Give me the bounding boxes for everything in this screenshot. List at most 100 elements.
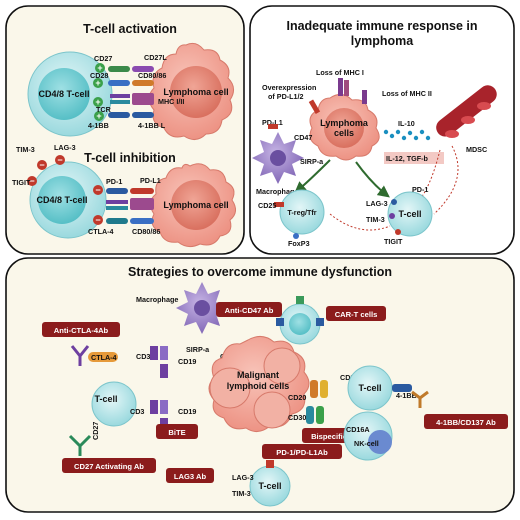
inadequate-t-cell: T-cell (387, 191, 433, 237)
inadequate-title-line2: lymphoma (351, 34, 415, 48)
cd80-86-inhib-label: CD80/86 (132, 227, 160, 236)
svg-text:−: − (57, 155, 62, 165)
cd27-label: CD27 (94, 54, 112, 63)
nk-cell-label: NK-cell (354, 439, 379, 448)
pd1-label: PD-1 (106, 177, 122, 186)
nk-cell (343, 411, 393, 461)
pdl1-label: PD-L1 (140, 176, 161, 185)
svg-text:+: + (97, 63, 102, 73)
cd80-86-label: CD80/86 (138, 71, 166, 80)
il10-dots (383, 129, 431, 141)
bispecific-label: Bispecific Ab (311, 432, 359, 441)
bispecific-constructs (306, 380, 328, 424)
inadequate-macrophage (252, 124, 304, 184)
lag3-label: LAG-3 (54, 143, 76, 152)
inhibition-lymphoma-label: Lymphoma cell (163, 200, 228, 210)
loss-mhc1-label: Loss of MHC I (316, 68, 364, 77)
four-1bbl-label: 4-1BB L (138, 121, 166, 130)
tim3-inad-label: TIM-3 (366, 215, 385, 224)
activation-receptors: + + + + (93, 63, 154, 121)
treg-label: T-reg/Tfr (287, 208, 316, 217)
macrophage-label: Macrophage (136, 295, 178, 304)
bottom-tcell-label: T-cell (258, 481, 281, 491)
svg-text:+: + (95, 97, 100, 107)
inad-tcell-label: T-cell (398, 209, 421, 219)
cd28-label: CD28 (90, 71, 108, 80)
pd1-inad-label: PD-1 (412, 185, 428, 194)
il10-label: IL-10 (398, 119, 415, 128)
svg-text:−: − (39, 160, 44, 170)
four-1bb-strat-label: 4-1BB (396, 391, 417, 400)
cd30-label: CD30 (288, 413, 306, 422)
pd1-ab-badge: PD-1/PD-L1Ab (262, 444, 342, 459)
svg-text:−: − (95, 215, 100, 225)
cd3-right-label: CD3 (340, 373, 354, 382)
left-t-cell-2: T-cell (91, 381, 137, 427)
four-1bb-ab-label: 4-1BB/CD137 Ab (436, 418, 496, 427)
inhibition-t-cell-label: CD4/8 T-cell (36, 195, 87, 205)
cd27-strat-label: CD27 (91, 422, 100, 440)
inhibition-t-cell: CD4/8 T-cell (29, 161, 107, 239)
inadequate-title-line1: Inadequate immune response in (286, 19, 477, 33)
panel-inadequate-response (249, 5, 515, 255)
svg-text:−: − (95, 185, 100, 195)
lag3-ab-label: LAG3 Ab (174, 472, 207, 481)
foxp3-label: FoxP3 (288, 239, 310, 248)
cd25-label: CD25 (258, 201, 276, 210)
tcr-label: TCR (96, 105, 112, 114)
tim3-strat-label: TIM-3 (232, 489, 251, 498)
mdsc-label: MDSC (466, 145, 487, 154)
svg-text:−: − (29, 176, 34, 186)
inhibition-receptors: − − − − − (27, 155, 154, 225)
macrophage-inad-label: Macrophage (256, 187, 298, 196)
cd27-ab-badge: CD27 Activating Ab (62, 458, 156, 473)
tim3-label: TIM-3 (16, 145, 35, 154)
ctla4-strat-label: CTLA-4 (91, 353, 117, 362)
overexpression-line1: Overexpression (262, 83, 316, 92)
svg-text:+: + (96, 111, 101, 121)
left-tcell-label: T-cell (94, 394, 117, 404)
il12-tgfb-label: IL-12, TGF-b (386, 154, 429, 163)
lymphoma-cells-line1: Lymphoma (320, 118, 369, 128)
cd19-label-1: CD19 (178, 357, 196, 366)
malignant-line1: Malignant (237, 370, 279, 380)
cd19-label-2: CD19 (178, 407, 196, 416)
cd16a-label: CD16A (346, 425, 370, 434)
cd27-ab-label: CD27 Activating Ab (74, 462, 144, 471)
bite-badge: BiTE (156, 424, 198, 439)
tigit-inad-label: TIGIT (384, 237, 403, 246)
mdsc-vessel (436, 85, 497, 138)
malignant-line2: lymphoid cells (227, 381, 290, 391)
activation-lymphoma-label: Lymphoma cell (163, 87, 228, 97)
anti-ctla4-badge: Anti-CTLA-4Ab (42, 322, 120, 337)
activation-lymphoma-cell: Lymphoma cell (148, 42, 234, 140)
four-1bb-label: 4-1BB (88, 121, 109, 130)
loss-mhc2-label: Loss of MHC II (382, 89, 432, 98)
bite-label: BiTE (168, 428, 185, 437)
strategies-macrophage (176, 282, 228, 334)
cd20-label: CD20 (288, 393, 306, 402)
sirpa-inad-label: SIRP-a (300, 157, 324, 166)
pd1-ab-label: PD-1/PD-L1Ab (276, 448, 328, 457)
lag3-inad-label: LAG-3 (366, 199, 388, 208)
car-t-label: CAR-T cells (335, 310, 378, 319)
inhibition-title: T-cell inhibition (84, 151, 176, 165)
treg-cell: T-reg/Tfr (274, 189, 325, 239)
ctla4-label: CTLA-4 (88, 227, 114, 236)
pdl1-inad-label: PD-L1 (262, 118, 283, 127)
cd27-antibody (68, 434, 92, 456)
lag3-strat-label: LAG-3 (232, 473, 254, 482)
lag3-ab-badge: LAG3 Ab (166, 468, 214, 483)
il12-badge (384, 152, 444, 164)
car-t-cell (276, 296, 324, 345)
inhibition-lymphoma-cell: Lymphoma cell (150, 163, 236, 248)
cd47-inad-label: CD47 (294, 133, 312, 142)
ctla4-antibody (70, 345, 118, 366)
bite-constructs (150, 346, 168, 424)
overexpression-line2: of PD-L1/2 (268, 92, 304, 101)
cd3-label-1: CD3 (136, 352, 150, 361)
cd3-label-2: CD3 (130, 407, 144, 416)
car-t-badge: CAR-T cells (326, 306, 386, 321)
anti-cd47-label: Anti-CD47 Ab (225, 306, 274, 315)
